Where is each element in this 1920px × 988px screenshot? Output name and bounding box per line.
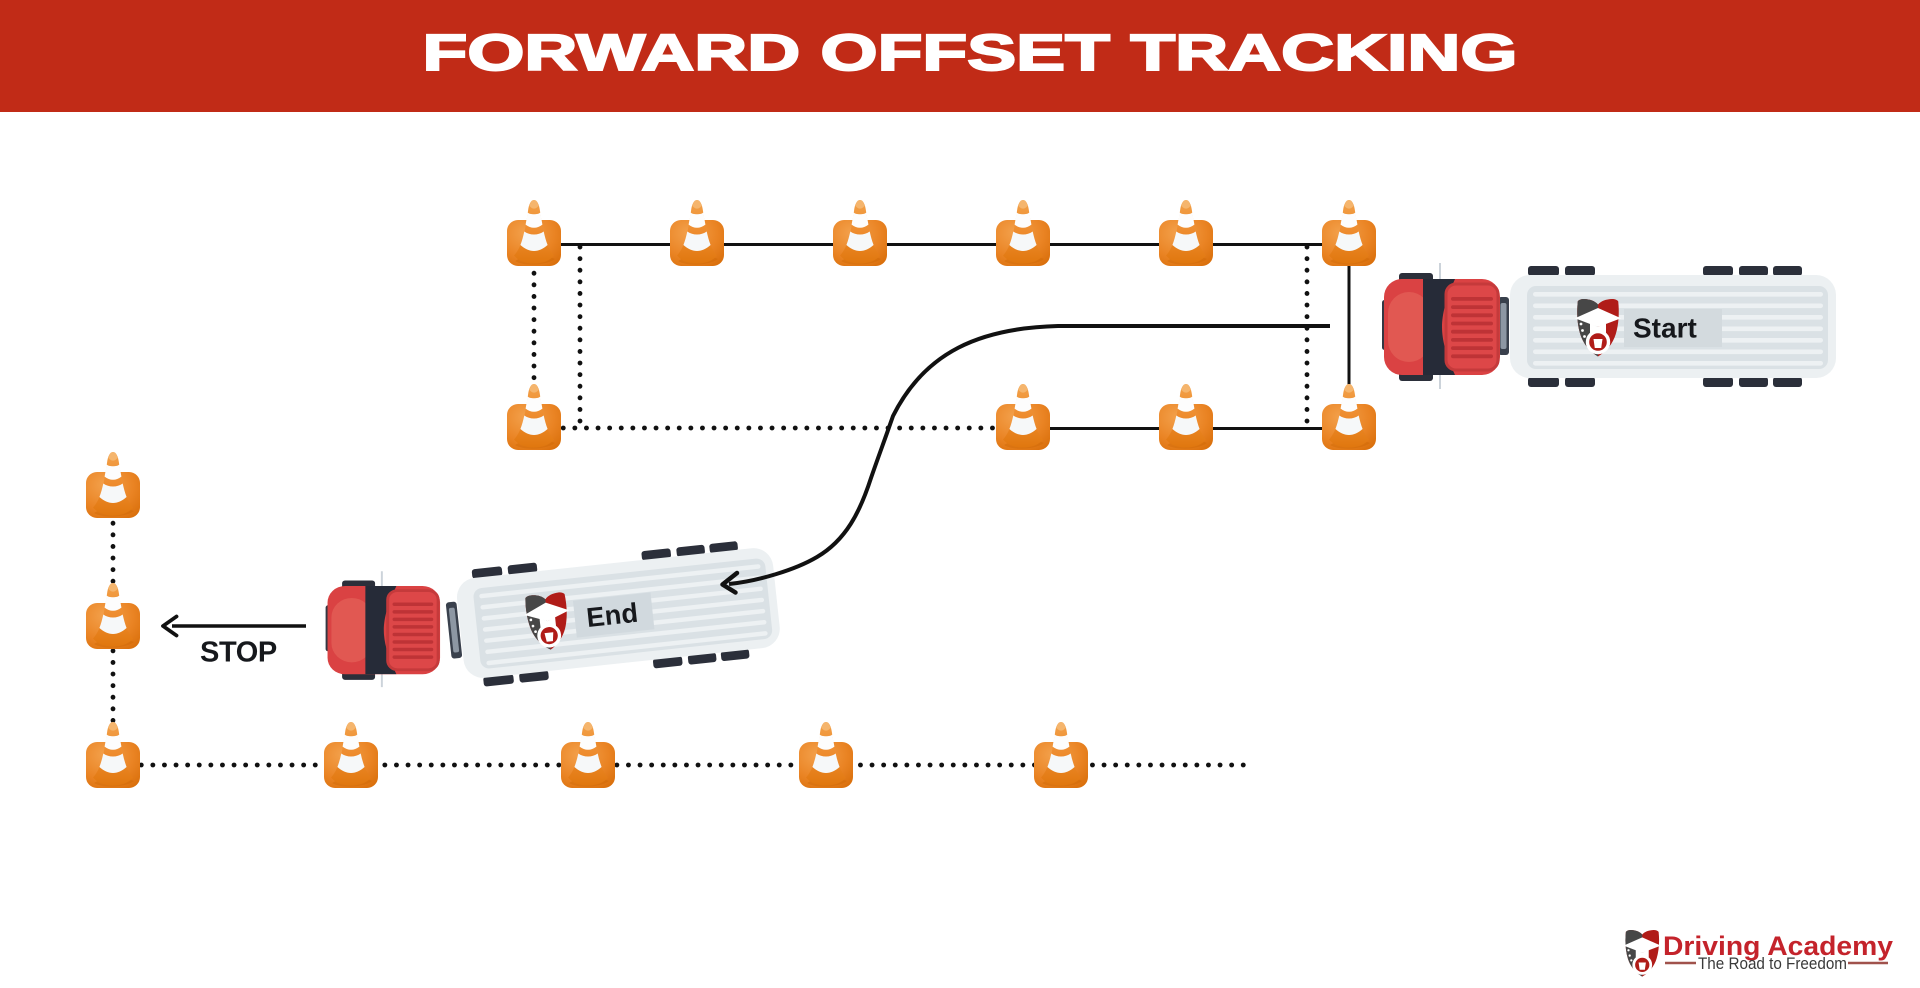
svg-text:STOP: STOP [200,637,277,669]
svg-text:Start: Start [1633,313,1697,344]
svg-text:End: End [585,597,640,633]
svg-text:Driving Academy: Driving Academy [1663,931,1893,961]
svg-text:FORWARD OFFSET TRACKING: FORWARD OFFSET TRACKING [423,24,1518,81]
svg-text:The Road to Freedom: The Road to Freedom [1698,954,1847,973]
